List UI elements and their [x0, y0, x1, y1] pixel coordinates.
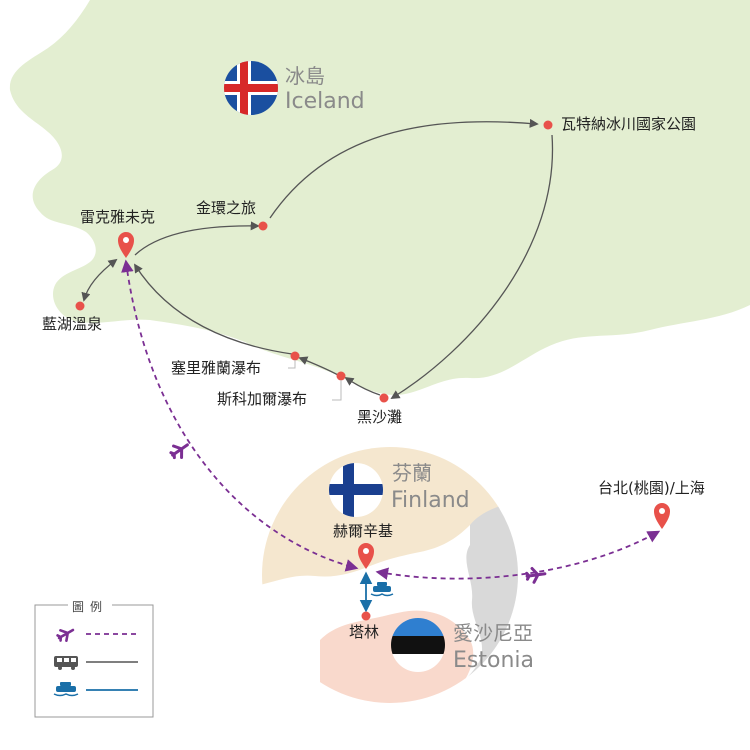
legend-airplane-icon	[56, 628, 75, 642]
leader-seljalandsfoss	[288, 360, 296, 369]
vatnajokull-dot	[543, 120, 553, 130]
reykjavik-pin-icon	[118, 232, 134, 258]
iceland-land	[9, 0, 750, 395]
bus-route-vatnajokull-black-sand	[390, 134, 554, 399]
label-skogafoss: 斯科加爾瀑布	[217, 390, 308, 408]
black-sand-beach-dot	[379, 393, 389, 403]
bus-route-reykjavik-blue-lagoon	[81, 258, 118, 302]
helsinki-pin-icon	[358, 543, 374, 569]
iceland-name-zh: 冰島	[285, 64, 325, 88]
finland-flag-icon	[329, 463, 383, 517]
tallinn-dot	[361, 611, 371, 621]
estonia-name-zh: 愛沙尼亞	[453, 621, 533, 645]
finland-name-zh: 芬蘭	[392, 461, 432, 485]
finland-name-en: Finland	[391, 488, 470, 513]
flight-route-reykjavik-helsinki	[121, 259, 359, 572]
label-helsinki: 赫爾辛基	[333, 522, 394, 540]
label-vatnajokull: 瓦特納冰川國家公園	[561, 115, 697, 133]
legend-ferry-icon	[53, 682, 79, 697]
bus-route-golden-circle-vatnajokull	[269, 118, 539, 219]
label-blue-lagoon: 藍湖溫泉	[42, 315, 103, 333]
airplane-icon	[169, 443, 189, 460]
label-golden-circle: 金環之旅	[196, 199, 257, 217]
legend-box	[34, 604, 154, 718]
estonia-flag-icon	[391, 618, 445, 672]
flight-route-helsinki-taipei	[375, 530, 661, 580]
iceland-flag-icon	[224, 61, 278, 115]
bus-route-reykjavik-golden-circle	[134, 221, 260, 256]
airplane-icon	[525, 566, 547, 584]
ferry-icon	[370, 582, 394, 597]
blue-lagoon-dot	[75, 301, 85, 311]
skogafoss-dot	[336, 371, 346, 381]
label-black-sand-beach: 黑沙灘	[357, 408, 403, 426]
iceland-name-en: Iceland	[285, 89, 365, 114]
legend-bus-icon	[54, 656, 78, 670]
taipei-pin-icon	[654, 503, 670, 529]
label-reykjavik: 雷克雅未克	[80, 208, 156, 226]
leader-skogafoss	[332, 380, 342, 401]
label-tallinn: 塔林	[349, 623, 380, 641]
legend-title: 圖例	[68, 598, 113, 615]
golden-circle-dot	[258, 221, 268, 231]
seljalandsfoss-dot	[290, 351, 300, 361]
label-seljalandsfoss: 塞里雅蘭瀑布	[171, 359, 262, 377]
estonia-name-en: Estonia	[453, 648, 534, 673]
label-taipei-shanghai: 台北(桃園)/上海	[598, 479, 705, 497]
